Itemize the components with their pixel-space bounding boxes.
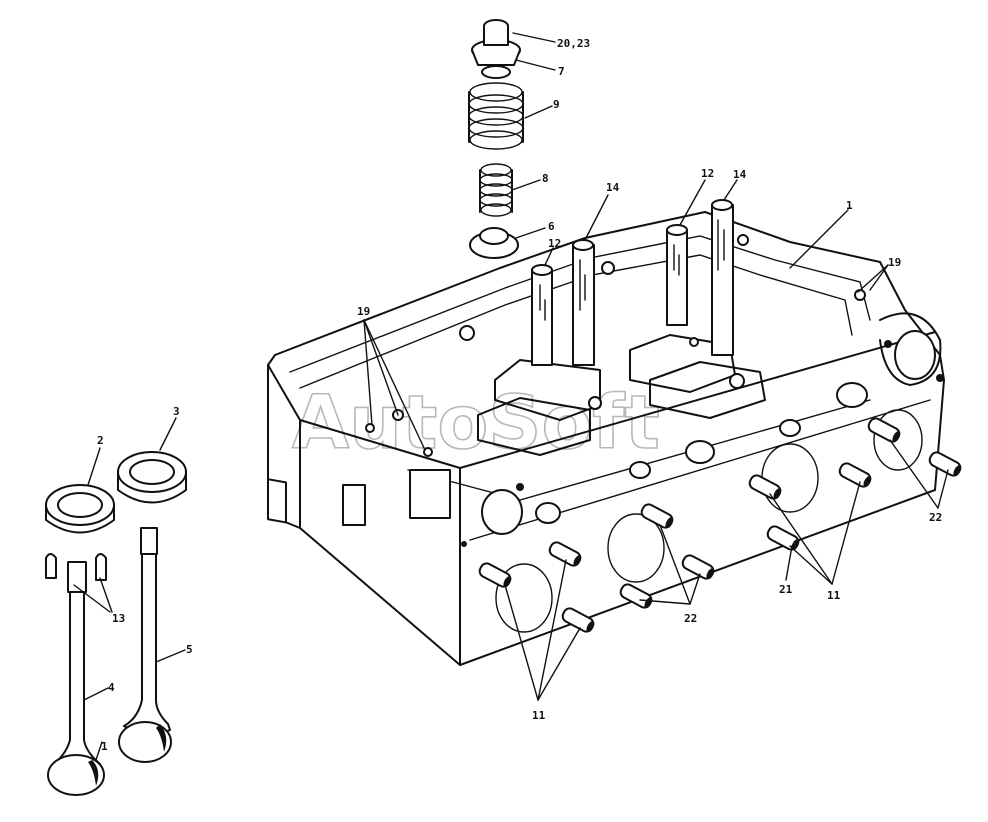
- callout-19-left: 19: [357, 305, 370, 318]
- callout-1-head: 1: [846, 199, 853, 212]
- callout-22-center: 22: [684, 612, 697, 625]
- valve-seat-rings: [45, 451, 187, 534]
- callout-3: 3: [173, 405, 180, 418]
- callout-11-left: 11: [532, 709, 546, 722]
- callout-12-b: 12: [701, 167, 714, 180]
- callout-6: 6: [548, 220, 555, 233]
- callout-11-right: 11: [827, 589, 841, 602]
- valve-guides: [531, 199, 734, 366]
- callout-labels: 20,23 7 9 8 6 12 14 12 14 1 19 19 3 2 13…: [97, 37, 942, 753]
- callout-4: 4: [108, 681, 115, 694]
- callout-5: 5: [186, 643, 193, 656]
- callout-1-valve: 1: [101, 740, 108, 753]
- callout-14-a: 14: [606, 181, 620, 194]
- leader-lines: [73, 32, 949, 761]
- cylinder-head-block: [267, 211, 945, 666]
- callout-13: 13: [112, 612, 125, 625]
- valves: [45, 527, 172, 796]
- callout-22-right: 22: [929, 511, 942, 524]
- callout-12-a: 12: [548, 237, 561, 250]
- callout-20-23: 20,23: [557, 37, 590, 50]
- callout-7: 7: [558, 65, 565, 78]
- callout-14-b: 14: [733, 168, 747, 181]
- callout-2: 2: [97, 434, 104, 447]
- callout-21: 21: [779, 583, 793, 596]
- callout-8: 8: [542, 172, 549, 185]
- callout-19-right: 19: [888, 256, 901, 269]
- watermark: AutoSoft: [292, 380, 660, 466]
- valve-spring-stack: [468, 19, 524, 259]
- dowel-pins: [478, 417, 962, 633]
- callout-9: 9: [553, 98, 560, 111]
